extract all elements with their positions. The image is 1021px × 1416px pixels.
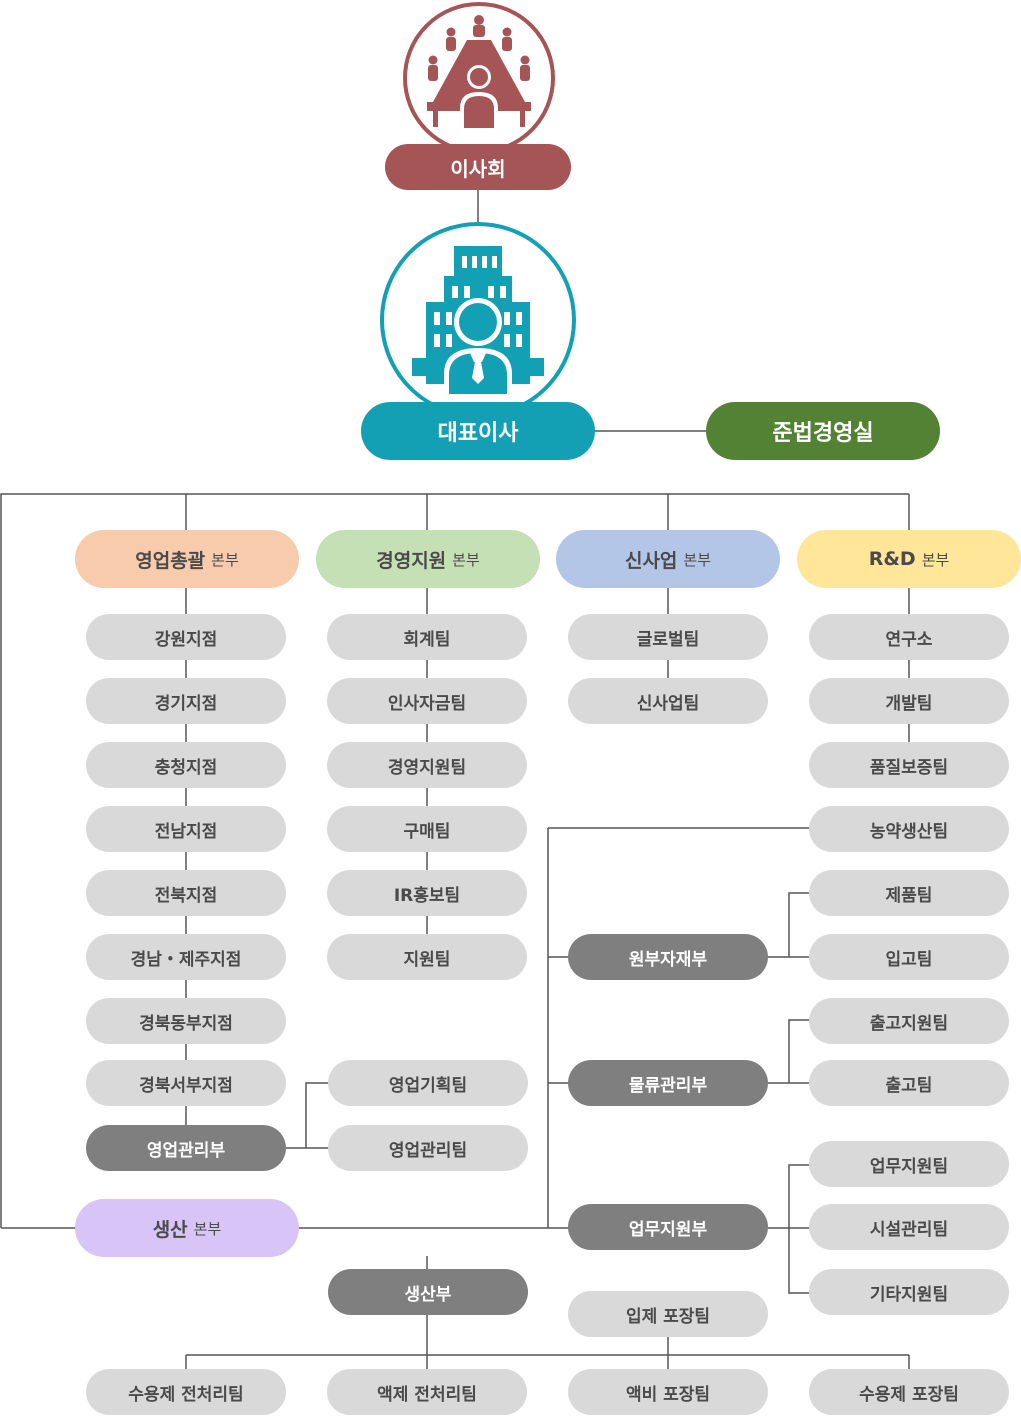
division-sales: 영업총괄 본부 [75, 530, 299, 588]
division-management: 경영지원 본부 [316, 530, 540, 588]
team-liquid-fertilizer-packing: 액비 포장팀 [568, 1369, 768, 1415]
team-sp-packing: 수용제 포장팀 [809, 1369, 1009, 1415]
compliance-node: 준법경영실 [706, 402, 940, 460]
ceo-building-icon [412, 246, 544, 394]
team-quality: 품질보증팀 [809, 742, 1009, 788]
team-lab: 연구소 [809, 614, 1009, 660]
ceo-icon-circle [380, 222, 576, 418]
division-label: 영업총괄 [135, 549, 206, 572]
team-jeonnam: 전남지점 [86, 806, 286, 852]
team-liquid-pretreatment: 액제 전처리팀 [327, 1369, 527, 1415]
ceo-label: 대표이사 [437, 421, 519, 446]
team-sales-admin: 영업관리팀 [328, 1125, 528, 1171]
team-facility: 시설관리팀 [809, 1204, 1009, 1250]
team-mgmt-support: 경영지원팀 [327, 742, 527, 788]
dept-work-support: 업무지원부 [568, 1204, 768, 1250]
division-suffix: 본부 [193, 1219, 222, 1238]
team-global: 글로벌팀 [568, 614, 768, 660]
board-icon-circle [403, 2, 555, 154]
team-purchasing: 구매팀 [327, 806, 527, 852]
dept-sales-mgmt: 영업관리부 [86, 1125, 286, 1171]
team-support: 지원팀 [327, 934, 527, 980]
team-chungcheong: 충청지점 [86, 742, 286, 788]
team-shipping-support: 출고지원팀 [809, 998, 1009, 1044]
division-label: R&D [868, 548, 916, 570]
ceo-node: 대표이사 [361, 402, 595, 460]
division-suffix: 본부 [921, 550, 950, 569]
division-newbiz: 신사업 본부 [556, 530, 780, 588]
team-work-support: 업무지원팀 [809, 1141, 1009, 1187]
team-sales-planning: 영업기획팀 [328, 1060, 528, 1106]
team-jeonbuk: 전북지점 [86, 870, 286, 916]
team-granule-packing: 입제 포장팀 [568, 1291, 768, 1337]
team-development: 개발팀 [809, 678, 1009, 724]
team-gyeongnam-jeju: 경남・제주지점 [86, 934, 286, 980]
team-hr-finance: 인사자금팀 [327, 678, 527, 724]
team-pesticide-production: 농약생산팀 [809, 806, 1009, 852]
team-gangwon: 강원지점 [86, 614, 286, 660]
division-label: 경영지원 [376, 549, 447, 572]
team-ir-pr: IR홍보팀 [327, 870, 527, 916]
team-product: 제품팀 [809, 870, 1009, 916]
board-meeting-icon [427, 15, 531, 128]
team-gyeongbuk-west: 경북서부지점 [86, 1060, 286, 1106]
division-production: 생산 본부 [75, 1199, 299, 1257]
team-gyeonggi: 경기지점 [86, 678, 286, 724]
compliance-label: 준법경영실 [772, 421, 874, 446]
board-node: 이사회 [385, 144, 571, 190]
division-label: 신사업 [624, 549, 678, 572]
team-newbiz: 신사업팀 [568, 678, 768, 724]
division-suffix: 본부 [683, 550, 712, 569]
team-shipping: 출고팀 [809, 1060, 1009, 1106]
division-rnd: R&D 본부 [797, 530, 1021, 588]
team-other-support: 기타지원팀 [809, 1269, 1009, 1315]
team-sp-pretreatment: 수용제 전처리팀 [86, 1369, 286, 1415]
division-suffix: 본부 [452, 550, 480, 569]
team-accounting: 회계팀 [327, 614, 527, 660]
division-suffix: 본부 [211, 550, 239, 569]
board-label: 이사회 [450, 156, 506, 181]
dept-production: 생산부 [328, 1269, 528, 1315]
dept-logistics: 물류관리부 [568, 1060, 768, 1106]
division-label: 생산 [152, 1218, 188, 1241]
team-receiving: 입고팀 [809, 934, 1009, 980]
dept-materials: 원부자재부 [568, 934, 768, 980]
team-gyeongbuk-east: 경북동부지점 [86, 998, 286, 1044]
